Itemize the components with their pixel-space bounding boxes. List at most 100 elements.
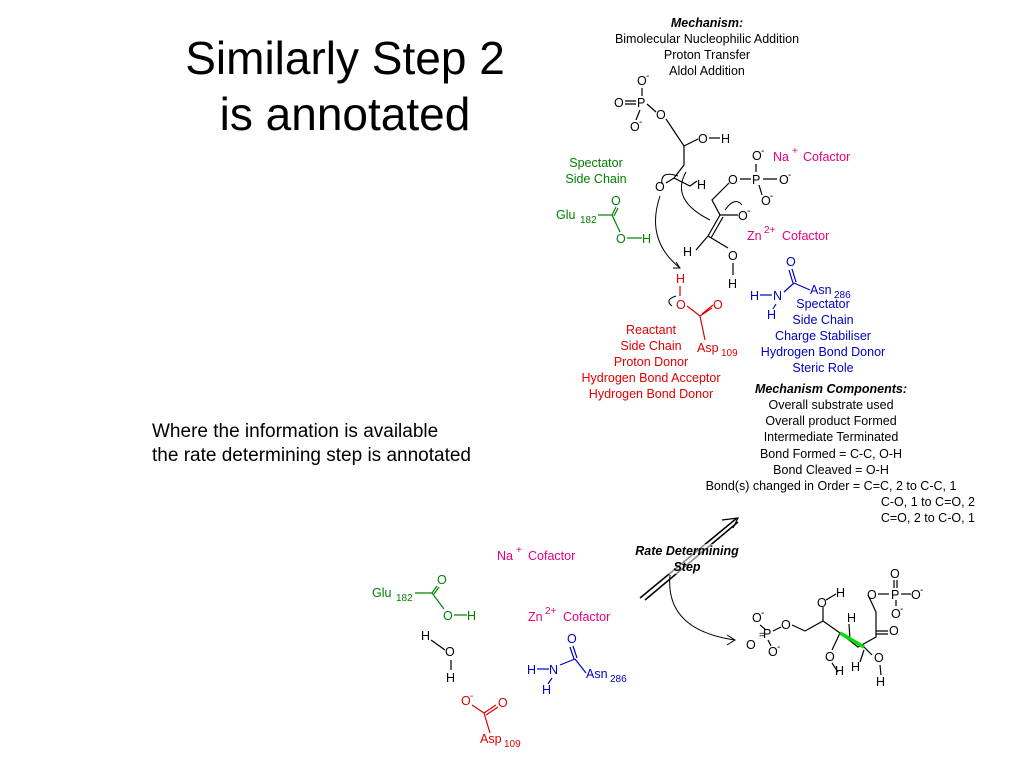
components-heading: Mechanism Components: bbox=[755, 382, 907, 396]
asp-residue-bottom: O - O Asp 109 bbox=[461, 691, 521, 750]
asp-role-2: Side Chain bbox=[620, 339, 681, 353]
asp-residue-top: H O O Asp 109 Reactant Side Chain Proton… bbox=[582, 272, 739, 401]
atom-o: O bbox=[874, 651, 884, 665]
atom-h: H bbox=[527, 663, 536, 677]
asn-number: 286 bbox=[610, 674, 627, 685]
asp-number: 109 bbox=[504, 739, 521, 750]
asn-name: Asn bbox=[586, 667, 608, 681]
atom-o: O bbox=[867, 588, 877, 602]
atom-h: H bbox=[721, 132, 730, 146]
asn-role-1: Spectator bbox=[796, 297, 850, 311]
atom-p: P bbox=[637, 96, 645, 110]
zn-symbol: Zn bbox=[528, 610, 543, 624]
na-charge: + bbox=[792, 146, 798, 157]
charge-minus: - bbox=[639, 117, 642, 128]
glu-spectator-top: Spectator Side Chain Glu 182 O O H bbox=[556, 156, 651, 246]
atom-o: O bbox=[676, 298, 686, 312]
asp-number: 109 bbox=[721, 348, 738, 359]
asn-role-4: Hydrogen Bond Donor bbox=[761, 345, 885, 359]
charge-minus: - bbox=[788, 170, 791, 181]
glu-number: 182 bbox=[396, 593, 413, 604]
atom-o: O bbox=[889, 624, 899, 638]
atom-o: O bbox=[817, 596, 827, 610]
asp-name: Asp bbox=[697, 341, 719, 355]
mechanism-item-1: Bimolecular Nucleophilic Addition bbox=[615, 32, 799, 46]
atom-h: H bbox=[767, 308, 776, 322]
atom-o: O bbox=[728, 249, 738, 263]
note-line-1: Where the information is available bbox=[152, 421, 439, 442]
atom-h: H bbox=[446, 671, 455, 685]
atom-h: H bbox=[467, 609, 476, 623]
component-item-5: Bond Cleaved = O-H bbox=[773, 463, 889, 477]
component-item-2: Overall product Formed bbox=[765, 414, 896, 428]
asp-role-1: Reactant bbox=[626, 323, 677, 337]
asn-residue-top: O Asn 286 H N H Spectator Side Chain Cha… bbox=[750, 255, 885, 375]
atom-h: H bbox=[750, 289, 759, 303]
charge-minus: - bbox=[770, 191, 773, 202]
atom-n: N bbox=[549, 663, 558, 677]
na-cofactor-label: Cofactor bbox=[803, 150, 850, 164]
na-symbol: Na bbox=[773, 150, 789, 164]
mechanism-item-3: Aldol Addition bbox=[669, 64, 745, 78]
atom-o: O bbox=[781, 618, 791, 632]
zn-symbol: Zn bbox=[747, 229, 762, 243]
zn-charge: 2+ bbox=[764, 225, 776, 236]
component-item-6: Bond(s) changed in Order = C=C, 2 to C-C… bbox=[706, 479, 957, 493]
charge-minus: - bbox=[646, 71, 649, 82]
asn-residue-bottom: O Asn 286 H N H bbox=[527, 632, 627, 697]
atom-h: H bbox=[697, 178, 706, 192]
charge-minus: - bbox=[470, 691, 473, 702]
rds-line-2: Step bbox=[673, 560, 700, 574]
zn-cofactor-bottom: Zn 2+ Cofactor bbox=[528, 606, 610, 624]
glu-name: Glu bbox=[556, 208, 576, 222]
atom-o: O bbox=[911, 588, 921, 602]
atom-h: H bbox=[676, 272, 685, 286]
atom-o: O bbox=[461, 694, 471, 708]
component-item-3: Intermediate Terminated bbox=[764, 430, 899, 444]
atom-h: H bbox=[683, 245, 692, 259]
zn-charge: 2+ bbox=[545, 606, 557, 617]
atom-o: O bbox=[752, 611, 762, 625]
asn-role-3: Charge Stabiliser bbox=[775, 329, 871, 343]
rds-note: Where the information is available the r… bbox=[152, 420, 471, 468]
water-bottom: H O H bbox=[421, 629, 455, 685]
na-cofactor-top: Na + Cofactor bbox=[773, 146, 850, 164]
atom-o: O bbox=[630, 120, 640, 134]
mechanism-item-2: Proton Transfer bbox=[664, 48, 750, 62]
rate-determining-step: Rate Determining Step bbox=[628, 517, 750, 646]
atom-o: O bbox=[761, 194, 771, 208]
atom-h: H bbox=[728, 277, 737, 291]
glu-residue-bottom: Glu 182 O O H bbox=[372, 573, 476, 623]
atom-o: O bbox=[768, 645, 778, 659]
atom-h: H bbox=[542, 683, 551, 697]
charge-minus: - bbox=[777, 642, 780, 653]
atom-o: O bbox=[616, 232, 626, 246]
atom-o: O bbox=[614, 96, 624, 110]
note-line-2: the rate determining step is annotated bbox=[152, 445, 471, 466]
atom-o: O bbox=[786, 255, 796, 269]
atom-o: O bbox=[443, 609, 453, 623]
atom-p: P bbox=[763, 627, 771, 641]
atom-n: N bbox=[773, 289, 782, 303]
mechanism-heading: Mechanism: bbox=[671, 16, 743, 30]
atom-o: O bbox=[728, 173, 738, 187]
asn-number: 286 bbox=[834, 290, 851, 301]
title-line-2: is annotated bbox=[219, 88, 471, 140]
atom-o: O bbox=[891, 607, 901, 621]
atom-eq: = bbox=[759, 630, 765, 641]
zn-cofactor-label: Cofactor bbox=[563, 610, 610, 624]
atom-o: O bbox=[655, 180, 665, 194]
atom-o: O bbox=[567, 632, 577, 646]
atom-o: O bbox=[752, 149, 762, 163]
na-cofactor-label: Cofactor bbox=[528, 549, 575, 563]
charge-minus: - bbox=[761, 146, 764, 157]
atom-o: O bbox=[746, 638, 756, 652]
na-symbol: Na bbox=[497, 549, 513, 563]
atom-o: O bbox=[698, 132, 708, 146]
atom-h: H bbox=[876, 675, 885, 689]
na-cofactor-bottom: Na + Cofactor bbox=[497, 545, 575, 563]
atom-h: H bbox=[836, 586, 845, 600]
mechanism-summary: Mechanism: Bimolecular Nucleophilic Addi… bbox=[615, 16, 799, 78]
atom-o: O bbox=[738, 209, 748, 223]
